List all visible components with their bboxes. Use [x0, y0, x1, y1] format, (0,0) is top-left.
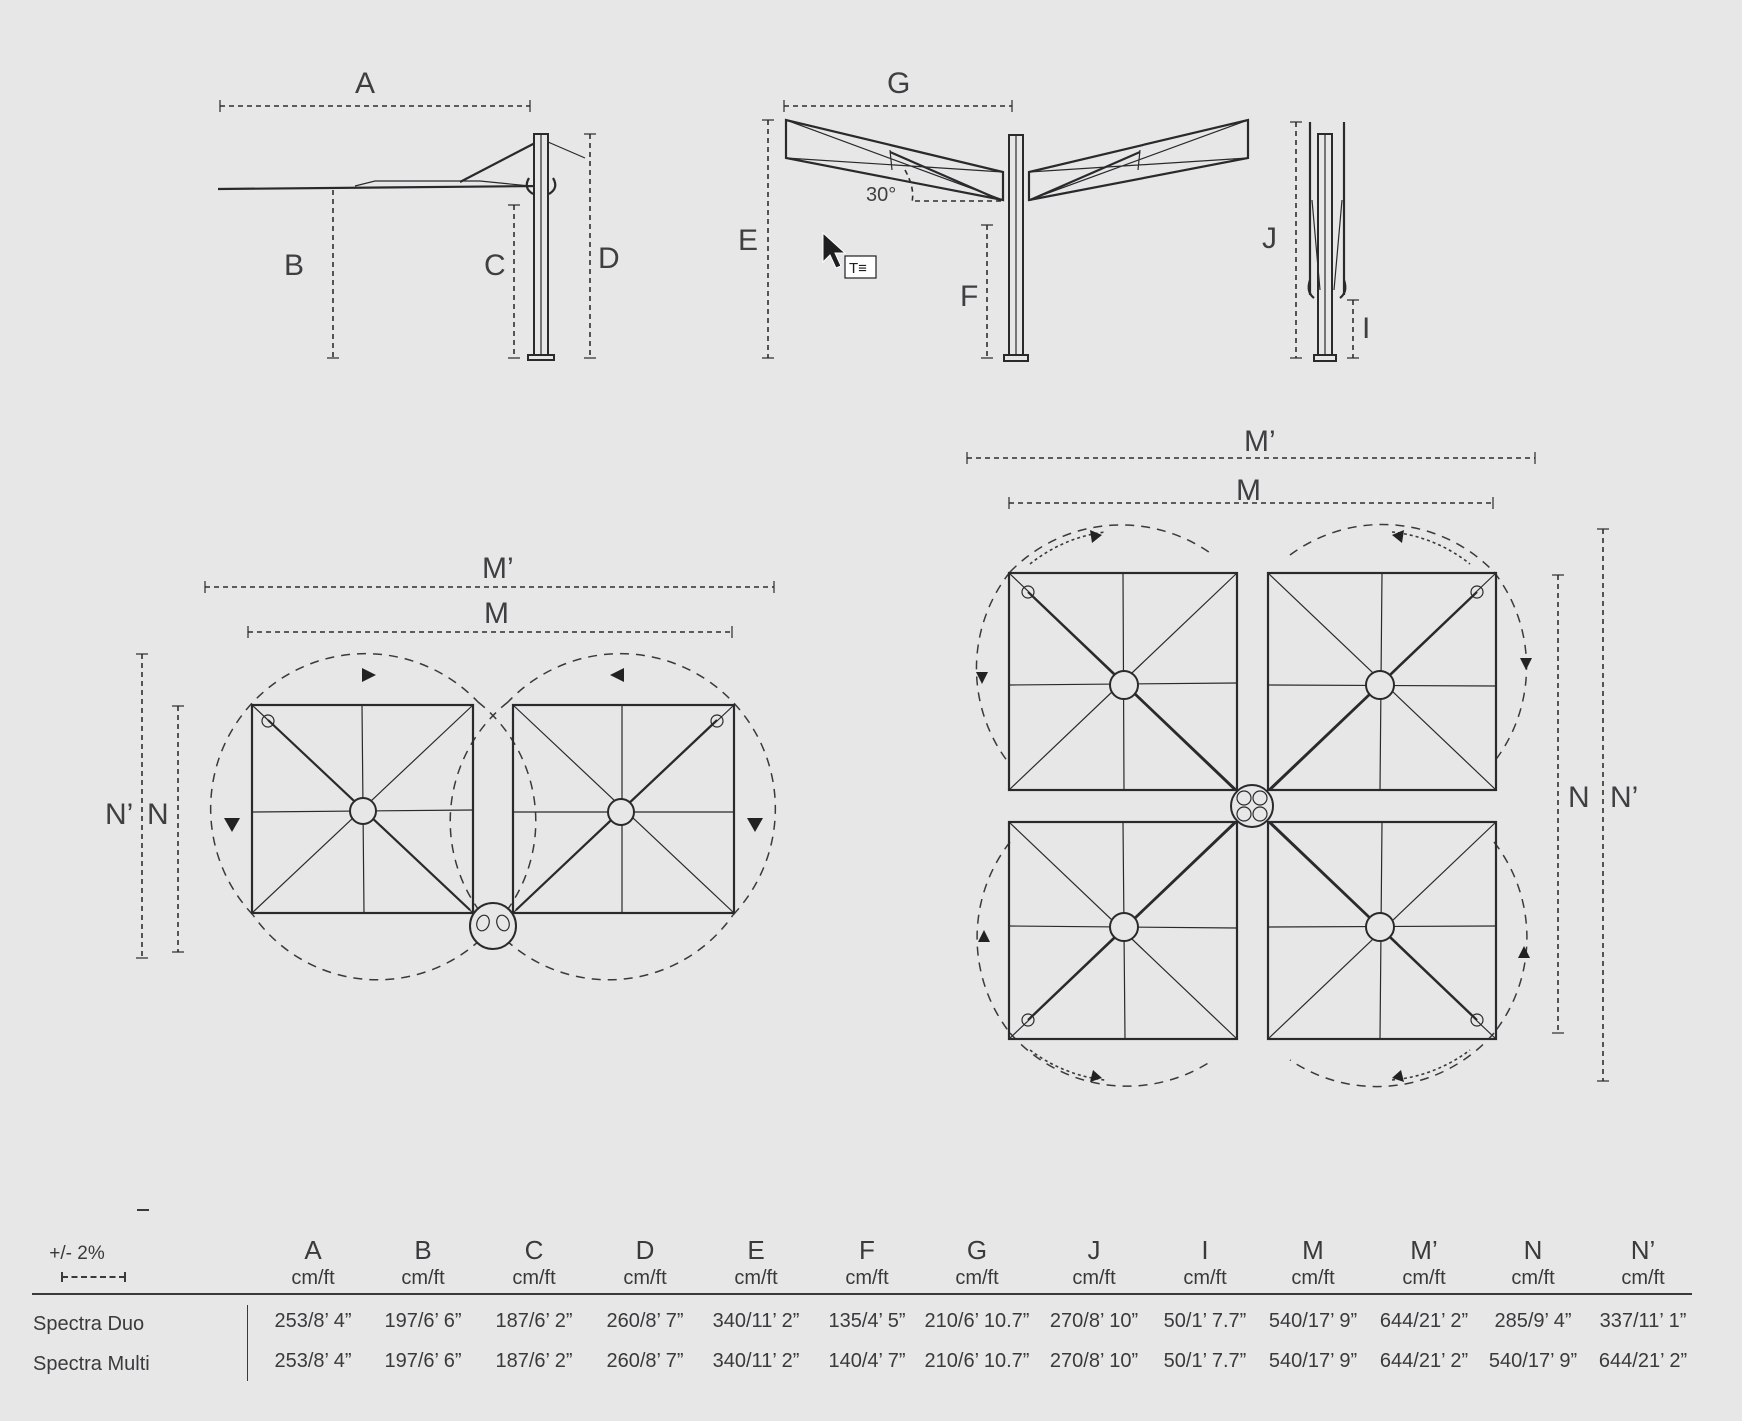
column-letter: N’ — [1630, 1235, 1656, 1265]
table-cell: 210/6’ 10.7” — [924, 1350, 1030, 1372]
table-cell: 197/6’ 6” — [384, 1310, 462, 1332]
table-cell: 187/6’ 2” — [495, 1350, 573, 1372]
table-cell: 644/21’ 2” — [1379, 1350, 1469, 1372]
label-i: I — [1362, 312, 1370, 345]
table-cell: 260/8’ 7” — [606, 1350, 684, 1372]
table-cell: 253/8’ 4” — [274, 1310, 352, 1332]
column-unit: cm/ft — [1183, 1267, 1227, 1289]
column-unit: cm/ft — [512, 1267, 556, 1289]
pointer-with-text-tool-icon: T≡ — [822, 231, 877, 279]
table-cell: 270/8’ 10” — [1049, 1350, 1139, 1372]
column-letter: M’ — [1410, 1235, 1438, 1265]
column-letter: G — [966, 1235, 988, 1265]
label-n-duo: N — [147, 798, 169, 831]
label-m-prime-duo: M’ — [482, 552, 514, 585]
column-letter: B — [414, 1235, 432, 1265]
label-m-duo: M — [484, 597, 509, 630]
column-unit: cm/ft — [291, 1267, 335, 1289]
table-cell: 187/6’ 2” — [495, 1310, 573, 1332]
column-unit: cm/ft — [845, 1267, 889, 1289]
column-letter: E — [747, 1235, 765, 1265]
column-letter: N — [1523, 1235, 1543, 1265]
table-cell: 540/17’ 9” — [1268, 1350, 1358, 1372]
label-d: D — [598, 242, 620, 275]
column-unit: cm/ft — [955, 1267, 999, 1289]
table-cell: 337/11’ 1” — [1599, 1310, 1687, 1332]
column-unit: cm/ft — [623, 1267, 667, 1289]
label-b: B — [284, 249, 304, 282]
table-cell: 340/11’ 2” — [712, 1350, 800, 1372]
column-unit: cm/ft — [1291, 1267, 1335, 1289]
side-view: A B C D — [217, 67, 620, 361]
label-f: F — [960, 280, 978, 313]
label-m-prime-multi: M’ — [1244, 425, 1276, 458]
table-cell: 540/17’ 9” — [1268, 1310, 1358, 1332]
plan-view-multi: M’ M N N’ — [966, 425, 1638, 1088]
row-label: Spectra Multi — [33, 1353, 150, 1375]
label-angle: 30° — [866, 184, 896, 206]
duo-front-view: G 30° E F — [738, 67, 1250, 362]
column-unit: cm/ft — [1511, 1267, 1555, 1289]
label-n-prime-duo: N’ — [105, 798, 133, 831]
table-cell: 540/17’ 9” — [1488, 1350, 1578, 1372]
column-unit: cm/ft — [1402, 1267, 1446, 1289]
column-letter: C — [524, 1235, 544, 1265]
column-unit: cm/ft — [1072, 1267, 1116, 1289]
table-cell: 644/21’ 2” — [1379, 1310, 1469, 1332]
table-cell: 197/6’ 6” — [384, 1350, 462, 1372]
table-cell: 270/8’ 10” — [1049, 1310, 1139, 1332]
column-unit: cm/ft — [734, 1267, 778, 1289]
row-label-divider — [247, 1305, 248, 1381]
table-cell: 135/4’ 5” — [828, 1310, 906, 1332]
label-n-multi: N — [1568, 781, 1590, 814]
column-header: M’cm/ft — [1374, 1235, 1474, 1291]
table-cell: 285/9’ 4” — [1494, 1310, 1572, 1332]
column-unit: cm/ft — [401, 1267, 445, 1289]
column-letter: I — [1201, 1235, 1209, 1265]
label-n-prime-multi: N’ — [1610, 781, 1638, 814]
table-cell: 50/1’ 7.7” — [1163, 1310, 1247, 1332]
stray-mark — [137, 1209, 149, 1211]
column-letter: M — [1302, 1235, 1324, 1265]
column-unit: cm/ft — [1621, 1267, 1665, 1289]
table-cell: 253/8’ 4” — [274, 1350, 352, 1372]
column-header: N’cm/ft — [1593, 1235, 1693, 1291]
label-e: E — [738, 224, 758, 257]
table-cell: 140/4’ 7” — [828, 1350, 906, 1372]
tolerance-label: +/- 2% — [49, 1243, 105, 1264]
label-g: G — [887, 67, 910, 100]
table-divider — [32, 1293, 1692, 1295]
table-cell: 644/21’ 2” — [1598, 1350, 1688, 1372]
plan-view-duo: M’ M N’ N — [105, 552, 777, 981]
column-letter: D — [635, 1235, 655, 1265]
column-letter: J — [1087, 1235, 1101, 1265]
tolerance-dimension-line — [61, 1272, 126, 1282]
table-cell: 50/1’ 7.7” — [1163, 1350, 1247, 1372]
table-cell: 210/6’ 10.7” — [924, 1310, 1030, 1332]
label-m-multi: M — [1236, 474, 1261, 507]
closed-view: J I — [1262, 121, 1370, 362]
label-c: C — [484, 249, 506, 282]
column-letter: F — [859, 1235, 875, 1265]
column-letter: A — [304, 1235, 322, 1265]
row-label: Spectra Duo — [33, 1313, 145, 1335]
svg-text:T≡: T≡ — [849, 260, 867, 277]
table-cell: 340/11’ 2” — [712, 1310, 800, 1332]
label-j: J — [1262, 222, 1277, 255]
table-cell: 260/8’ 7” — [606, 1310, 684, 1332]
label-a: A — [355, 67, 375, 100]
